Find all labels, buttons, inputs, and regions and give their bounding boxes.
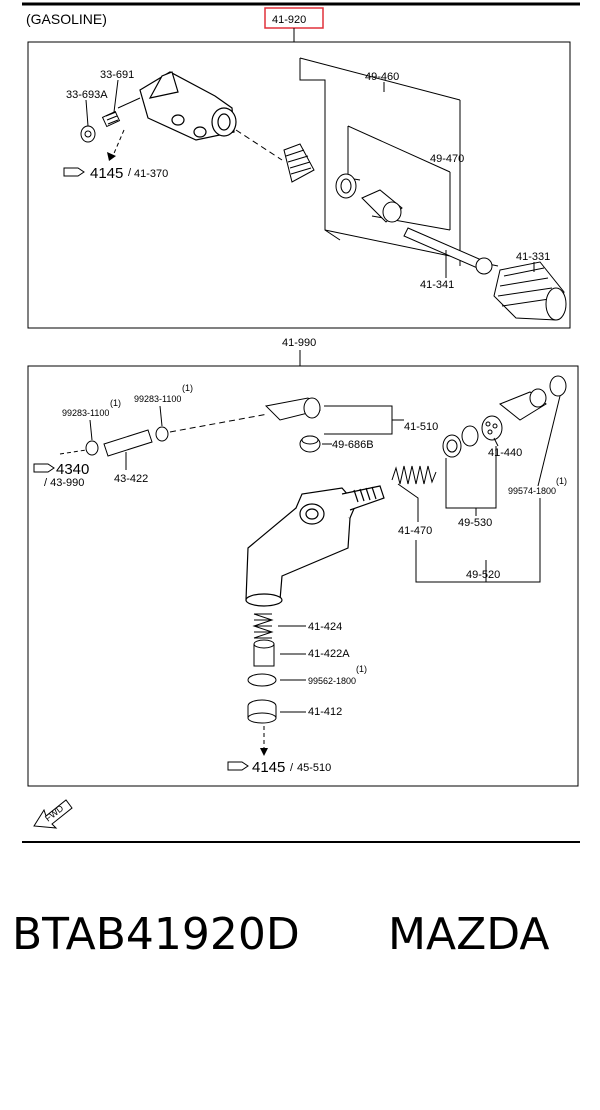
label-33-691: 33-691 (100, 69, 134, 81)
dash-to-fitting (169, 413, 269, 433)
oring-a-qty: (1) (556, 476, 567, 486)
parts-diagram: (GASOLINE) 41-920 33-691 33-693A 4145 / … (22, 2, 580, 843)
dash-hose (59, 449, 87, 455)
label-49-520: 49-520 (466, 569, 500, 581)
inner-piston (253, 639, 275, 667)
pointing-hand-icon (63, 167, 85, 177)
header-title: (GASOLINE) (26, 11, 107, 27)
label-41-422A: 41-422A (308, 648, 350, 660)
lower-title: 41-990 (282, 337, 316, 349)
bracket-49-460 (299, 58, 341, 241)
highlight-ref: 41-920 (272, 14, 306, 26)
brand-name: MAZDA (388, 909, 550, 960)
fwd-arrow-icon (33, 799, 73, 829)
reservoir-cap (549, 375, 567, 397)
upper-panel (27, 41, 571, 329)
upper-ref-slash: / (128, 167, 132, 179)
bleeder-cap (80, 125, 96, 143)
o-ring-a (461, 425, 479, 447)
bracket-49-520 (415, 498, 541, 583)
hose (103, 429, 153, 457)
bracket-49-460-top (299, 57, 461, 101)
inlet-fitting (264, 397, 321, 421)
bracket-49-470 (347, 126, 361, 181)
leader-41-440 (493, 437, 499, 447)
reservoir-tube (499, 388, 547, 421)
hose-clamp-left (85, 440, 99, 456)
o-ring-b (247, 673, 277, 687)
oring-b-qty: (1) (356, 664, 367, 674)
leader-33-691 (113, 79, 119, 113)
bracket-49-470-top (347, 125, 451, 173)
label-43-422: 43-422 (114, 473, 148, 485)
label-49-460: 49-460 (365, 71, 399, 83)
upper-ref-code: 4145 (90, 165, 123, 182)
bottom-ref-slash: / (290, 762, 294, 774)
arrow-down-icon-bottom (260, 748, 268, 756)
arrow-down-icon (107, 152, 116, 161)
upper-ref-page: 41-370 (134, 168, 168, 180)
filter-disc (481, 415, 503, 441)
clamp-left-code: 99283-1100 (62, 408, 109, 418)
piston (361, 189, 403, 223)
label-41-470: 41-470 (398, 525, 432, 537)
label-41-424: 41-424 (308, 621, 342, 633)
pointing-hand-icon-bottom (227, 761, 249, 771)
part-number: BTAB41920D (12, 909, 300, 960)
seal-ring (335, 173, 357, 199)
clamp-right-code: 99283-1100 (134, 394, 181, 404)
leader-clamp-left (89, 419, 93, 441)
oring-b-code: 99562-1800 (308, 676, 356, 686)
leader-33-693A (85, 99, 89, 127)
label-49-530: 49-530 (458, 517, 492, 529)
leader-clamp-right (159, 405, 163, 427)
dash-line-a (235, 129, 283, 161)
label-41-440: 41-440 (488, 447, 522, 459)
label-41-341: 41-341 (420, 279, 454, 291)
left-ref-code: 4340 (56, 461, 89, 478)
oring-a-code: 99574-1800 (508, 486, 556, 496)
label-49-470: 49-470 (430, 153, 464, 165)
bracket-41-510 (324, 405, 393, 435)
push-rod (403, 227, 493, 275)
clamp-left-qty: (1) (110, 398, 121, 408)
bottom-ref-code: 4145 (252, 759, 285, 776)
end-plug (247, 699, 277, 724)
push-rod-boot (493, 261, 567, 321)
lower-panel (27, 365, 579, 787)
master-cylinder-body (139, 71, 237, 141)
left-ref-page: / 43-990 (44, 477, 84, 489)
hose-clamp-right (155, 426, 169, 442)
caption: BTAB41920D MAZDA (0, 900, 600, 970)
bracket-41-470 (397, 483, 419, 522)
bracket-49-530 (445, 446, 497, 509)
clamp-right-qty: (1) (182, 383, 193, 393)
operating-cylinder-body (245, 485, 385, 607)
return-spring (391, 465, 437, 485)
label-41-331: 41-331 (516, 251, 550, 263)
washer (442, 434, 462, 458)
bottom-ref-page: 45-510 (297, 762, 331, 774)
bleeder-screw (101, 97, 141, 128)
leader-oring-a (537, 395, 561, 487)
label-49-686B: 49-686B (332, 439, 374, 451)
label-33-693A: 33-693A (66, 89, 108, 101)
grommet (299, 435, 321, 453)
pointing-hand-icon-left (33, 463, 55, 473)
small-spring (252, 613, 274, 639)
label-41-412: 41-412 (308, 706, 342, 718)
dash-line-b (111, 129, 125, 159)
label-41-510: 41-510 (404, 421, 438, 433)
dust-boot (283, 143, 315, 183)
